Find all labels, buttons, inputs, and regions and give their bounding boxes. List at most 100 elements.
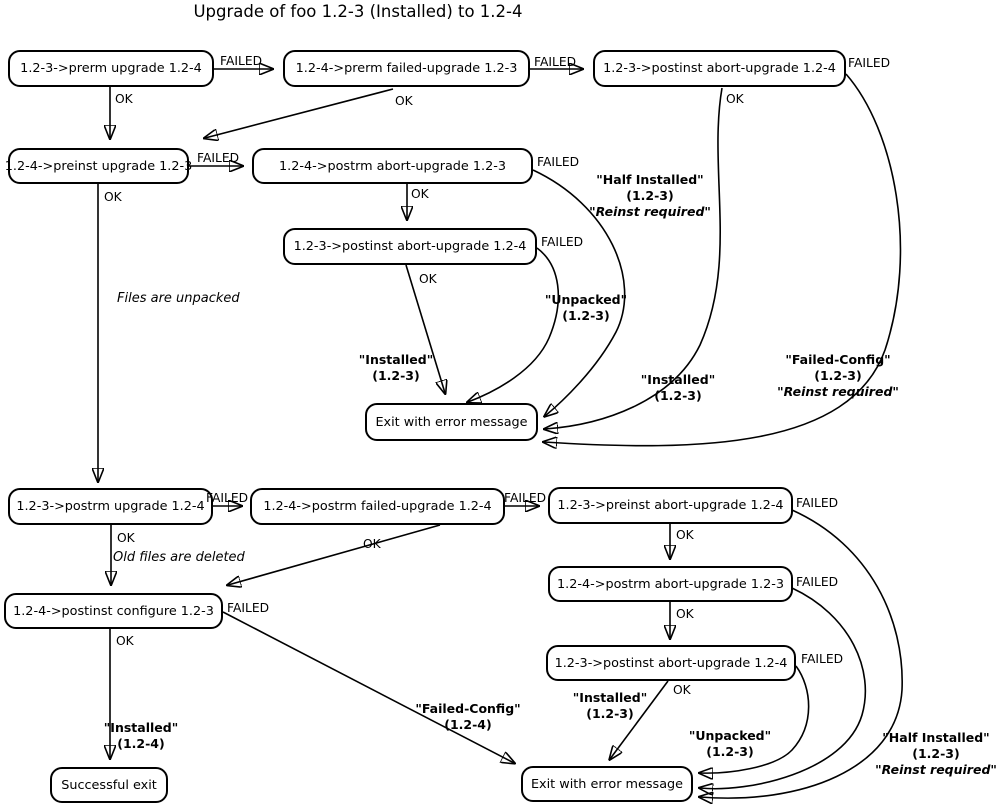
state-label-line: "Failed-Config" xyxy=(785,352,891,367)
flow-arrow-postinst-configure-failed xyxy=(222,611,514,763)
state-label-line: "Half Installed" xyxy=(596,172,704,187)
flow-arrow-prerm-failed-upgrade-ok xyxy=(205,88,394,138)
node-prerm-failed-upgrade: 1.2-4->prerm failed-upgrade 1.2-3 xyxy=(283,50,530,87)
node-exit-error-top: Exit with error message xyxy=(365,403,538,441)
edge-label-failed-6: FAILED xyxy=(206,491,249,505)
state-label-line: (1.2-3) xyxy=(562,308,610,323)
state-label-line: (1.2-3) xyxy=(912,746,960,761)
flow-arrow-preinst-abort-failed-curve xyxy=(700,509,903,798)
node-label: 1.2-3->postinst abort-upgrade 1.2-4 xyxy=(554,655,788,671)
state-label: "Unpacked"(1.2-3) xyxy=(545,292,627,324)
edge-label-ok-13: OK xyxy=(395,94,413,108)
node-label: Successful exit xyxy=(61,777,157,793)
edge-label-ok-16: OK xyxy=(104,190,122,204)
state-label-line: "Unpacked" xyxy=(688,728,772,743)
edge-label-failed-9: FAILED xyxy=(796,575,839,589)
state-label: "Installed"(1.2-3) xyxy=(359,352,433,384)
node-postrm-abort-upgrade-mid: 1.2-4->postrm abort-upgrade 1.2-3 xyxy=(252,148,533,184)
state-label: "Installed"(1.2-4) xyxy=(104,720,178,752)
state-label: "Failed-Config"(1.2-4) xyxy=(415,701,520,733)
state-label-line: (1.2-3) xyxy=(706,744,754,759)
state-label-line: "Installed" xyxy=(103,720,179,735)
edge-label-failed-2: FAILED xyxy=(848,56,891,70)
state-label-line: "Reinst required" xyxy=(589,204,711,219)
flow-arrow-postrm-failed-upgrade-ok xyxy=(228,524,441,585)
node-label: 1.2-3->preinst abort-upgrade 1.2-4 xyxy=(557,498,784,513)
state-label-line: (1.2-3) xyxy=(654,388,702,403)
diagram-title: Upgrade of foo 1.2-3 (Installed) to 1.2-… xyxy=(193,2,523,21)
edge-label-failed-11: FAILED xyxy=(227,601,270,615)
state-label: "Unpacked"(1.2-3) xyxy=(689,728,771,760)
node-label: 1.2-3->postrm upgrade 1.2-4 xyxy=(16,499,205,514)
edge-label-ok-18: OK xyxy=(117,531,135,545)
flow-arrow-postinst-abort-top-ok-curve xyxy=(545,87,723,429)
edge-label-ok-19: OK xyxy=(363,537,381,551)
node-label: 1.2-3->postinst abort-upgrade 1.2-4 xyxy=(603,61,836,76)
edge-label-ok-17: OK xyxy=(419,272,437,286)
state-label-line: "Installed" xyxy=(358,352,434,367)
node-prerm-upgrade: 1.2-3->prerm upgrade 1.2-4 xyxy=(8,50,214,87)
flow-arrow-postinst-abort-mid-ok xyxy=(405,264,445,393)
edge-label-failed-1: FAILED xyxy=(534,55,577,69)
edge-label-failed-5: FAILED xyxy=(541,235,584,249)
node-label: 1.2-4->postrm abort-upgrade 1.2-3 xyxy=(557,576,784,592)
flow-arrow-postrm-abort-mid-failed-curve xyxy=(532,169,626,416)
node-postinst-abort-upgrade-top: 1.2-3->postinst abort-upgrade 1.2-4 xyxy=(593,50,846,87)
state-label-line: "Installed" xyxy=(572,690,648,705)
node-label: 1.2-3->prerm upgrade 1.2-4 xyxy=(20,61,202,76)
edge-label-failed-7: FAILED xyxy=(504,491,547,505)
edge-label-ok-21: OK xyxy=(676,607,694,621)
flow-arrow-postinst-abort-mid-failed-curve xyxy=(468,247,560,402)
state-label: "Half Installed"(1.2-3)"Reinst required" xyxy=(875,730,997,778)
edge-label-failed-4: FAILED xyxy=(537,155,580,169)
state-label: "Failed-Config"(1.2-3)"Reinst required" xyxy=(777,352,899,400)
flow-arrow-postinst-abort-bottom-failed-curve xyxy=(700,665,810,773)
state-label-line: "Half Installed" xyxy=(882,730,990,745)
node-label: Exit with error message xyxy=(530,776,684,792)
node-postrm-upgrade: 1.2-3->postrm upgrade 1.2-4 xyxy=(8,488,213,525)
node-preinst-upgrade: 1.2-4->preinst upgrade 1.2-3 xyxy=(4,148,193,184)
node-postinst-abort-upgrade-bottom: 1.2-3->postinst abort-upgrade 1.2-4 xyxy=(546,645,796,681)
state-label-line: "Installed" xyxy=(640,372,716,387)
flow-note: Files are unpacked xyxy=(117,291,240,306)
node-label: 1.2-3->postinst abort-upgrade 1.2-4 xyxy=(293,239,527,254)
edge-label-failed-3: FAILED xyxy=(197,151,240,165)
flow-arrow-postinst-abort-top-failed-curve xyxy=(544,73,902,446)
edge-label-failed-8: FAILED xyxy=(796,496,839,510)
edge-label-ok-12: OK xyxy=(115,92,133,106)
state-label-line: "Reinst required" xyxy=(777,384,899,399)
flow-note: Old files are deleted xyxy=(113,550,245,565)
node-label: 1.2-4->prerm failed-upgrade 1.2-3 xyxy=(295,61,518,76)
state-label-line: (1.2-3) xyxy=(372,368,420,383)
state-label-line: (1.2-3) xyxy=(586,706,634,721)
flow-arrow-postinst-abort-bottom-ok xyxy=(610,680,669,759)
state-label-line: "Failed-Config" xyxy=(415,701,521,716)
flow-arrow-postrm-abort-bottom-failed-curve xyxy=(700,587,867,789)
edge-label-ok-14: OK xyxy=(726,92,744,106)
edge-label-failed-0: FAILED xyxy=(220,54,263,68)
edge-label-ok-20: OK xyxy=(676,528,694,542)
edge-label-failed-10: FAILED xyxy=(801,652,844,666)
edge-label-ok-15: OK xyxy=(411,187,429,201)
state-label-line: (1.2-4) xyxy=(444,717,492,732)
node-exit-error-bottom: Exit with error message xyxy=(521,766,693,802)
node-label: 1.2-4->postrm failed-upgrade 1.2-4 xyxy=(263,499,492,514)
state-label-line: (1.2-4) xyxy=(117,736,165,751)
state-label: "Half Installed"(1.2-3)"Reinst required" xyxy=(589,172,711,220)
edge-label-ok-23: OK xyxy=(116,634,134,648)
state-label-line: "Unpacked" xyxy=(544,292,628,307)
node-postinst-abort-upgrade-mid: 1.2-3->postinst abort-upgrade 1.2-4 xyxy=(283,228,537,265)
node-label: 1.2-4->postinst configure 1.2-3 xyxy=(13,603,214,619)
node-postrm-abort-upgrade-bottom: 1.2-4->postrm abort-upgrade 1.2-3 xyxy=(548,566,793,602)
node-label: 1.2-4->postrm abort-upgrade 1.2-3 xyxy=(279,158,506,174)
state-label: "Installed"(1.2-3) xyxy=(573,690,647,722)
node-successful-exit: Successful exit xyxy=(50,767,168,803)
node-label: Exit with error message xyxy=(375,414,528,430)
state-label: "Installed"(1.2-3) xyxy=(641,372,715,404)
state-label-line: "Reinst required" xyxy=(875,762,997,777)
node-label: 1.2-4->preinst upgrade 1.2-3 xyxy=(4,158,193,174)
node-postrm-failed-upgrade: 1.2-4->postrm failed-upgrade 1.2-4 xyxy=(250,488,505,525)
state-label-line: (1.2-3) xyxy=(814,368,862,383)
